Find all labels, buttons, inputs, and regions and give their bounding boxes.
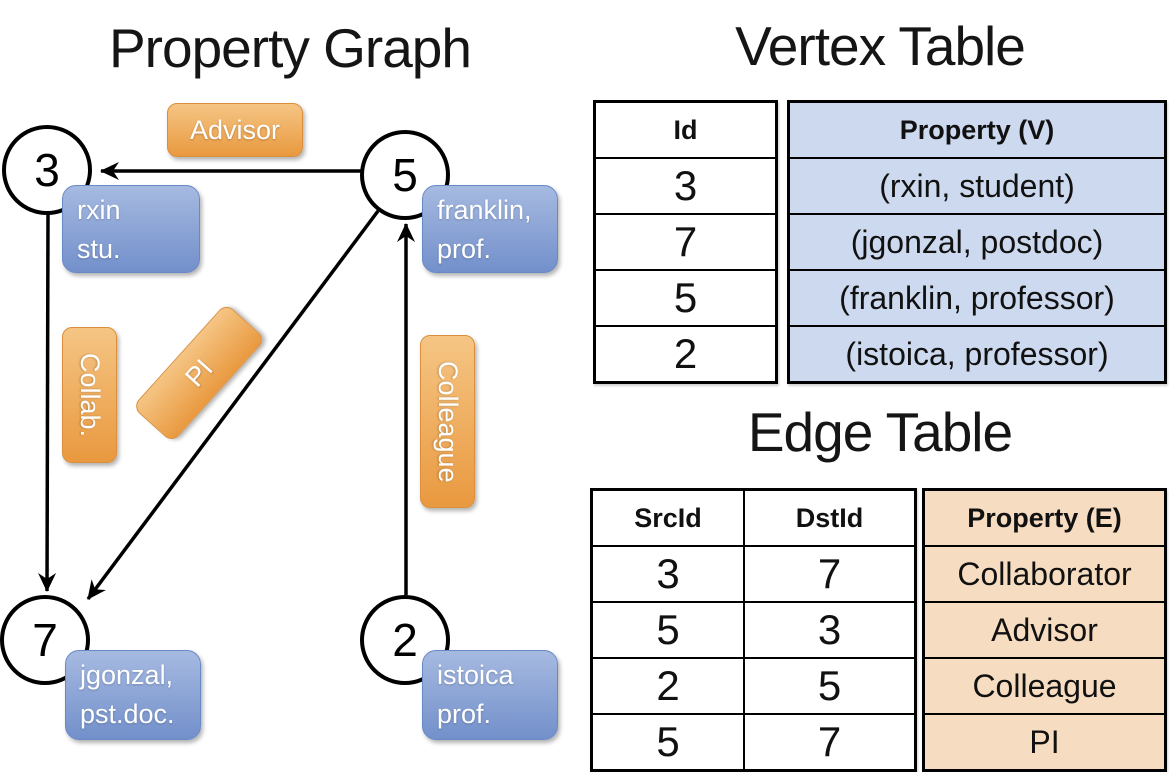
edge-lines (38, 162, 415, 601)
table-row: Advisor (925, 601, 1164, 657)
vertex-table-title: Vertex Table (735, 15, 1026, 77)
table-row: 3 (596, 157, 775, 213)
edge-pi-line (86, 209, 380, 601)
vertex-label-5-line1: franklin, (437, 195, 532, 225)
node-7-id: 7 (32, 614, 58, 666)
vertex-table-id-column: Id 3 7 5 2 (593, 100, 778, 384)
table-row: (franklin, professor) (790, 269, 1164, 325)
node-5-id: 5 (392, 149, 418, 201)
vertex-label-2-line2: prof. (437, 699, 492, 730)
table-row: 5 3 (593, 601, 914, 657)
edge-collab-line (38, 212, 57, 592)
table-row: 5 (596, 269, 775, 325)
table-row: (rxin, student) (790, 157, 1164, 213)
edge-table-srcid-header: SrcId (634, 502, 702, 533)
vertex-label-5-line2: prof. (437, 234, 492, 265)
edge-table-title: Edge Table (747, 401, 1013, 463)
vertex-label-3-line1: rxin (77, 195, 121, 225)
vertex-table-property-header: Property (V) (899, 114, 1055, 145)
property-graph-title: Property Graph (108, 17, 472, 79)
table-row: 3 7 (593, 545, 914, 601)
edge-table-property-column: Property (E) Collaborator Advisor Collea… (922, 488, 1167, 772)
table-row: 2 5 (593, 657, 914, 713)
edge-table-dstid-header: DstId (743, 491, 914, 545)
vertex-label-2-line1: istoica (437, 660, 514, 690)
table-row: 5 7 (593, 713, 914, 769)
vertex-label-3-line2: stu. (77, 234, 121, 265)
vertex-label-2: istoica prof. (422, 650, 558, 740)
edge-label-advisor: Advisor (167, 103, 303, 157)
vertex-label-7-line2: pst.doc. (80, 699, 175, 730)
vertex-label-7: jgonzal, pst.doc. (65, 650, 201, 740)
property-graph-panel: Property Graph 3 5 7 2 Advisor Collab. P… (0, 0, 585, 760)
table-row: 7 (596, 213, 775, 269)
table-row: Colleague (925, 657, 1164, 713)
table-row: 2 (596, 325, 775, 381)
node-5: 5 (360, 130, 450, 220)
table-row: (istoica, professor) (790, 325, 1164, 381)
edge-label-colleague: Colleague (420, 335, 475, 508)
vertex-table-id-header: Id (673, 114, 698, 145)
table-row: (jgonzal, postdoc) (790, 213, 1164, 269)
vertex-label-7-line1: jgonzal, (80, 660, 174, 690)
vertex-table-property-column: Property (V) (rxin, student) (jgonzal, p… (787, 100, 1167, 384)
table-row: PI (925, 713, 1164, 769)
edge-table: SrcId DstId 3 7 5 3 2 5 5 7 Property (E)… (590, 488, 1167, 772)
edge-table-property-header: Property (E) (967, 502, 1122, 533)
vertex-label-3: rxin stu. (62, 185, 200, 273)
vertex-table: Id 3 7 5 2 Property (V) (rxin, student) … (593, 100, 1167, 384)
vertex-label-5: franklin, prof. (422, 185, 558, 273)
node-3-id: 3 (34, 144, 60, 196)
edge-table-id-columns: SrcId DstId 3 7 5 3 2 5 5 7 (590, 488, 917, 772)
node-2-id: 2 (392, 614, 418, 666)
table-row: Collaborator (925, 545, 1164, 601)
edge-label-collab: Collab. (62, 327, 117, 463)
node-2: 2 (360, 595, 450, 685)
